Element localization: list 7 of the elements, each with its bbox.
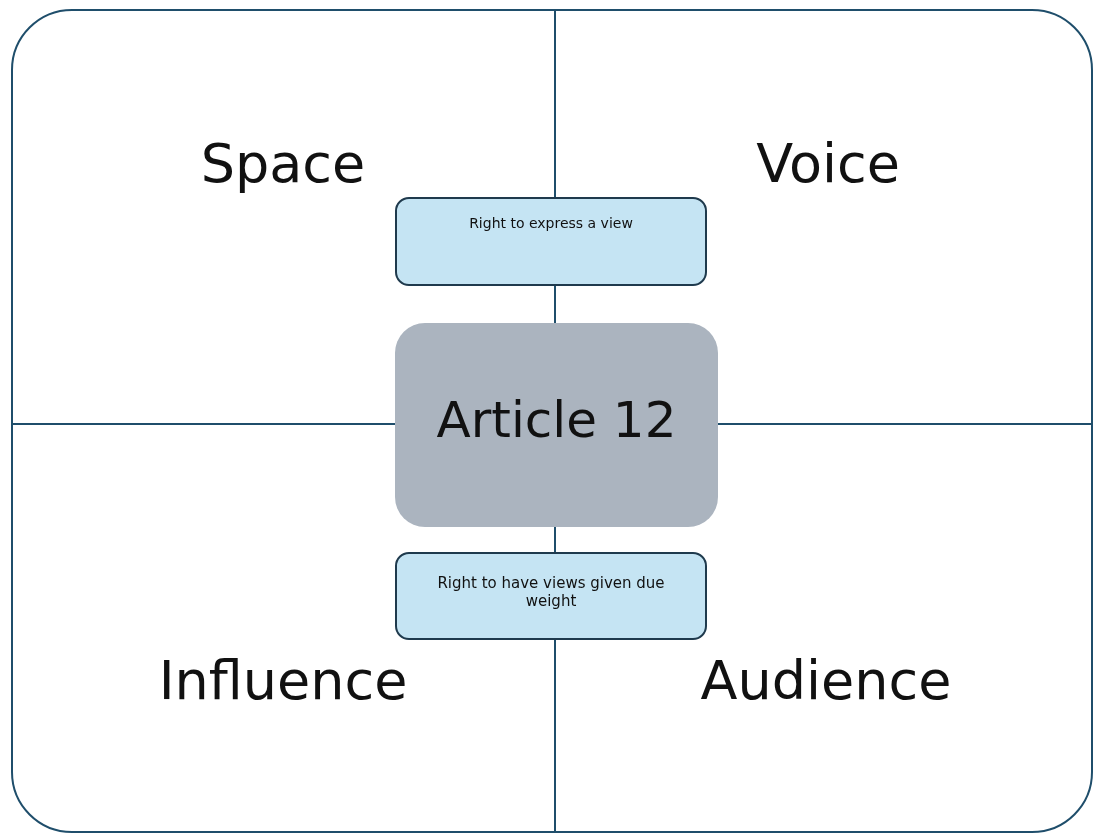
right-box: Right to express a view — [395, 197, 707, 286]
quadrant-label: Space — [200, 131, 366, 195]
quadrant-label: Audience — [700, 648, 952, 712]
quadrant-label: Influence — [158, 648, 408, 712]
article-box: Article 12 — [395, 323, 718, 527]
right-box: Right to have views given due weight — [395, 552, 707, 640]
quadrant-label: Voice — [756, 131, 900, 195]
